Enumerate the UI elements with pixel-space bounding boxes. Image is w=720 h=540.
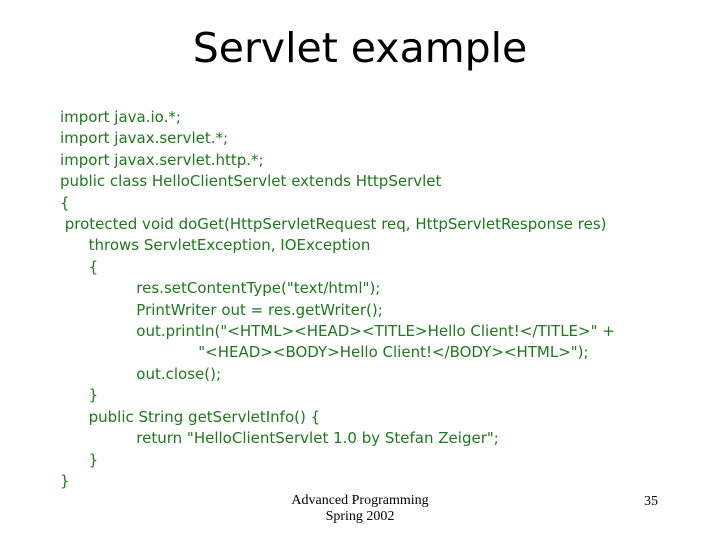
code-line: return "HelloClientServlet 1.0 by Stefan… xyxy=(60,429,499,448)
code-line: throws ServletException, IOException xyxy=(60,236,371,255)
code-line: "<HEAD><BODY>Hello Client!</BODY><HTML>"… xyxy=(60,343,589,362)
code-line: import javax.servlet.http.*; xyxy=(60,150,264,169)
code-block: import java.io.*; import javax.servlet.*… xyxy=(60,107,615,492)
code-line: out.println("<HTML><HEAD><TITLE>Hello Cl… xyxy=(60,322,615,341)
code-line: import javax.servlet.*; xyxy=(60,129,229,148)
slide-title: Servlet example xyxy=(192,24,528,72)
footer-course-name: Advanced Programming xyxy=(291,493,429,508)
code-line: } xyxy=(60,471,70,490)
code-line: public class HelloClientServlet extends … xyxy=(60,172,442,191)
code-line: } xyxy=(60,450,99,469)
page-number: 35 xyxy=(644,494,658,509)
code-line: out.close(); xyxy=(60,364,222,383)
code-line: { xyxy=(60,257,99,276)
code-line: res.setContentType("text/html"); xyxy=(60,279,381,298)
code-line: public String getServletInfo() { xyxy=(60,407,321,426)
code-line: import java.io.*; xyxy=(60,108,181,126)
footer-semester: Spring 2002 xyxy=(325,508,395,524)
code-line: { xyxy=(60,193,70,212)
code-line: protected void doGet(HttpServletRequest … xyxy=(60,215,607,234)
code-line: } xyxy=(60,386,99,405)
code-line: PrintWriter out = res.getWriter(); xyxy=(60,300,383,319)
footer: Advanced Programming Spring 2002 xyxy=(0,493,720,524)
